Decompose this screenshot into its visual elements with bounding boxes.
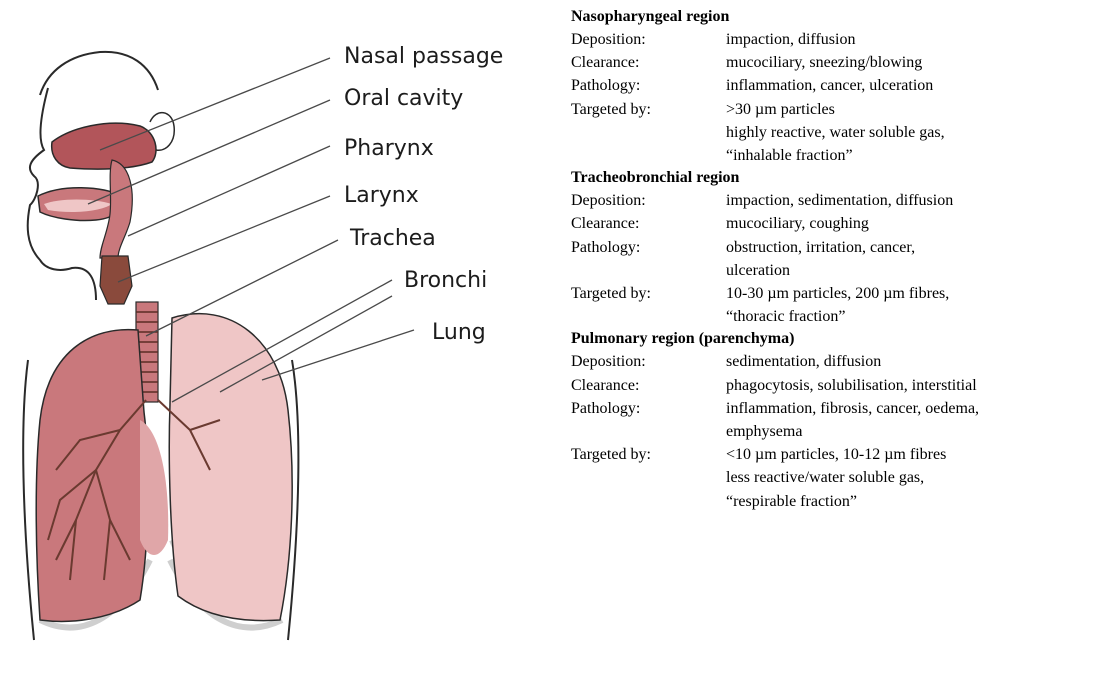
label-trachea: Trachea <box>350 228 436 250</box>
nasal-cavity-shape <box>52 123 156 169</box>
row-value: 10-30 µm particles, 200 µm fibres, “thor… <box>726 282 1111 328</box>
larynx-shape <box>100 256 132 304</box>
region-row: Targeted by:<10 µm particles, 10-12 µm f… <box>571 443 1111 513</box>
heart-region <box>140 420 168 555</box>
row-value: <10 µm particles, 10-12 µm fibres less r… <box>726 443 1111 513</box>
region-row: Deposition:sedimentation, diffusion <box>571 350 1111 373</box>
row-key: Pathology: <box>571 236 726 259</box>
region-row: Targeted by:10-30 µm particles, 200 µm f… <box>571 282 1111 328</box>
region-title-tracheobronchial: Tracheobronchial region <box>571 167 1111 189</box>
row-key: Deposition: <box>571 28 726 51</box>
row-key: Deposition: <box>571 350 726 373</box>
right-lung-shape <box>169 314 292 621</box>
row-value: phagocytosis, solubilisation, interstiti… <box>726 374 1111 397</box>
region-row: Clearance:mucociliary, coughing <box>571 212 1111 235</box>
row-value: mucociliary, sneezing/blowing <box>726 51 1111 74</box>
deposition-region-table: Nasopharyngeal region Deposition:impacti… <box>571 6 1111 513</box>
region-row: Pathology:inflammation, cancer, ulcerati… <box>571 74 1111 97</box>
row-key: Clearance: <box>571 51 726 74</box>
row-key: Deposition: <box>571 189 726 212</box>
row-key: Pathology: <box>571 74 726 97</box>
region-row: Deposition:impaction, sedimentation, dif… <box>571 189 1111 212</box>
row-key: Targeted by: <box>571 98 726 121</box>
respiratory-tract-illustration: Nasal passage Oral cavity Pharynx Larynx… <box>0 0 565 681</box>
region-row: Targeted by:>30 µm particles highly reac… <box>571 98 1111 168</box>
row-value: >30 µm particles highly reactive, water … <box>726 98 1111 168</box>
region-row: Deposition:impaction, diffusion <box>571 28 1111 51</box>
left-lung-shape <box>36 330 148 622</box>
region-row: Clearance:mucociliary, sneezing/blowing <box>571 51 1111 74</box>
label-lung: Lung <box>432 322 486 344</box>
region-row: Clearance:phagocytosis, solubilisation, … <box>571 374 1111 397</box>
label-oral-cavity: Oral cavity <box>344 88 463 110</box>
label-pharynx: Pharynx <box>344 138 434 160</box>
head-profile-outline <box>28 52 158 300</box>
row-value: mucociliary, coughing <box>726 212 1111 235</box>
row-value: impaction, diffusion <box>726 28 1111 51</box>
row-key: Pathology: <box>571 397 726 420</box>
region-title-nasopharyngeal: Nasopharyngeal region <box>571 6 1111 28</box>
region-row: Pathology:obstruction, irritation, cance… <box>571 236 1111 282</box>
row-value: impaction, sedimentation, diffusion <box>726 189 1111 212</box>
region-title-pulmonary: Pulmonary region (parenchyma) <box>571 328 1111 350</box>
label-bronchi: Bronchi <box>404 270 487 292</box>
row-value: obstruction, irritation, cancer, ulcerat… <box>726 236 1111 282</box>
region-row: Pathology:inflammation, fibrosis, cancer… <box>571 397 1111 443</box>
row-value: inflammation, fibrosis, cancer, oedema, … <box>726 397 1111 443</box>
row-key: Targeted by: <box>571 282 726 305</box>
row-value: sedimentation, diffusion <box>726 350 1111 373</box>
row-key: Clearance: <box>571 212 726 235</box>
label-nasal-passage: Nasal passage <box>344 46 503 68</box>
row-key: Targeted by: <box>571 443 726 466</box>
label-larynx: Larynx <box>344 185 419 207</box>
row-value: inflammation, cancer, ulceration <box>726 74 1111 97</box>
row-key: Clearance: <box>571 374 726 397</box>
